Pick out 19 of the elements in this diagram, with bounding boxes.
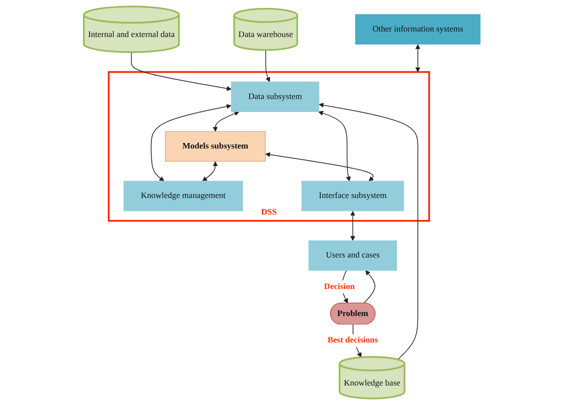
node-box: Other information systems xyxy=(355,14,480,45)
arrow xyxy=(131,52,232,91)
arrow xyxy=(265,50,270,82)
node-box: Users and cases xyxy=(308,240,397,271)
node-box: Knowledge management xyxy=(124,180,243,212)
arrow xyxy=(350,210,356,241)
arrow xyxy=(150,104,232,182)
arrow xyxy=(202,161,218,182)
node-box: Interface subsystem xyxy=(302,180,404,212)
edge-label: Decision xyxy=(324,282,355,292)
arrow xyxy=(212,111,240,132)
node-box: Data subsystem xyxy=(231,82,320,112)
arrow xyxy=(363,270,376,304)
arrow xyxy=(318,110,351,182)
arrow xyxy=(265,152,374,182)
arrow xyxy=(415,44,420,72)
node-box: Models subsystem xyxy=(165,131,266,162)
edge-label: Best decisions xyxy=(328,336,378,345)
arrow xyxy=(318,102,418,360)
